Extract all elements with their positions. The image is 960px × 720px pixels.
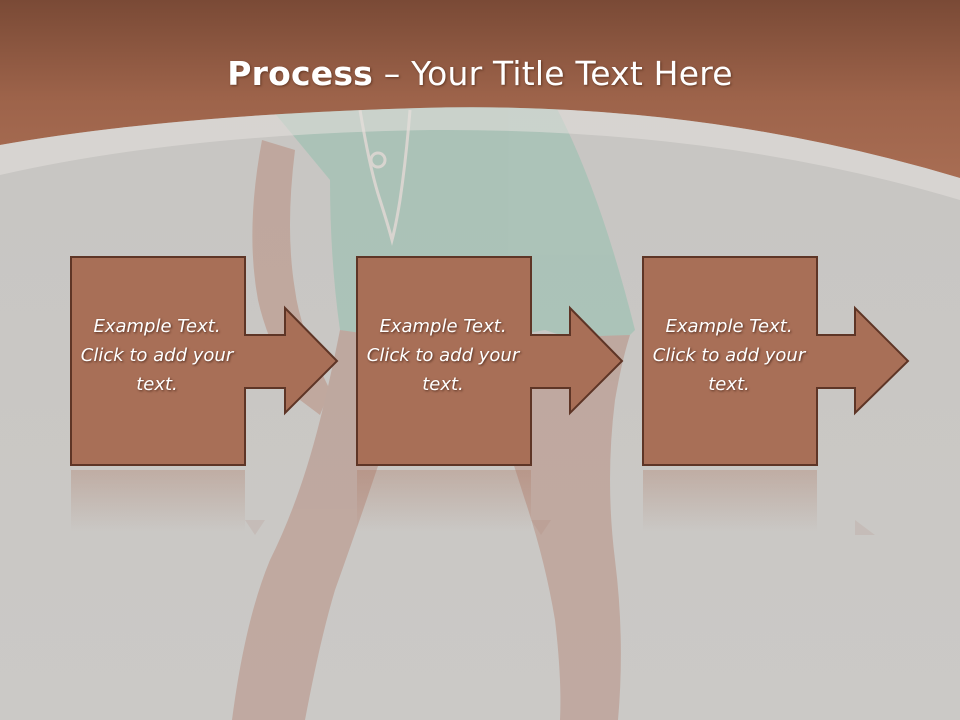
reflection — [855, 520, 875, 535]
title-rest: – Your Title Text Here — [373, 54, 733, 93]
step-text[interactable]: Example Text. Click to add your text. — [366, 316, 520, 395]
process-step-1[interactable]: Example Text. Click to add your text. — [71, 256, 251, 466]
title-bold: Process — [227, 54, 374, 93]
reflection — [643, 470, 817, 532]
header-band — [0, 0, 960, 178]
process-step-3[interactable]: Example Text. Click to add your text. — [643, 256, 823, 466]
header-swoosh — [0, 107, 960, 200]
step-text[interactable]: Example Text. Click to add your text. — [80, 316, 234, 395]
reflection — [531, 520, 551, 535]
process-arrows — [70, 256, 910, 466]
slide-title[interactable]: Process – Your Title Text Here — [0, 54, 960, 93]
reflection — [71, 470, 245, 532]
step-text[interactable]: Example Text. Click to add your text. — [652, 316, 806, 395]
process-box-2[interactable] — [356, 256, 624, 466]
process-box-3[interactable] — [642, 256, 910, 466]
reflection — [245, 520, 265, 535]
reflection — [357, 470, 531, 532]
process-box-1[interactable] — [70, 256, 339, 466]
process-step-2[interactable]: Example Text. Click to add your text. — [357, 256, 537, 466]
